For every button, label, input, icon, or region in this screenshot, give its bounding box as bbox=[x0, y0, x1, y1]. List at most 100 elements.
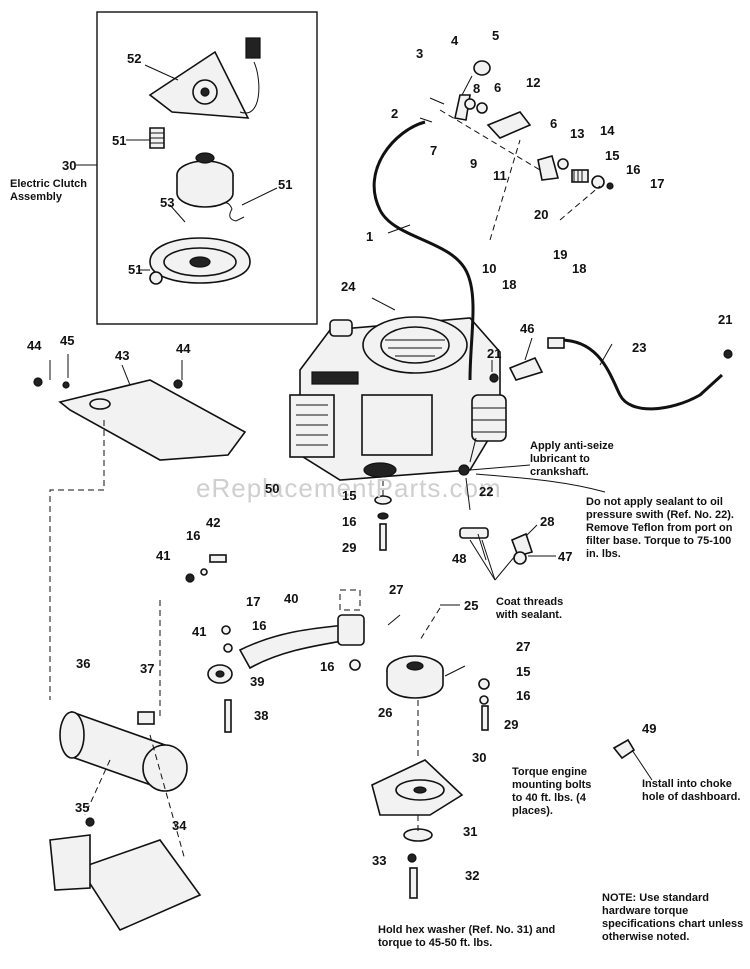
note-general: NOTE: Use standard hardware torque speci… bbox=[602, 892, 744, 943]
callout-38: 38 bbox=[254, 708, 268, 723]
part-callouts: 1 2 3 4 5 6 6 7 8 9 10 11 12 13 14 15 16… bbox=[27, 28, 732, 883]
callout-46: 46 bbox=[520, 321, 534, 336]
callout-23: 23 bbox=[632, 340, 646, 355]
callout-30-inset: 30 bbox=[62, 158, 76, 173]
callout-11: 11 bbox=[493, 168, 507, 183]
callout-44: 44 bbox=[27, 338, 42, 353]
callout-17-c: 17 bbox=[246, 594, 260, 609]
part-24-engine bbox=[289, 316, 501, 481]
part-40-exhaust-pipe bbox=[238, 589, 365, 670]
callout-31: 31 bbox=[463, 824, 477, 839]
callout-20: 20 bbox=[534, 207, 548, 222]
callout-41: 41 bbox=[156, 548, 170, 563]
callout-16-d: 16 bbox=[186, 528, 200, 543]
callout-16-g: 16 bbox=[516, 688, 530, 703]
callout-6-b: 6 bbox=[550, 116, 557, 131]
watermark: eReplacementParts.com bbox=[196, 473, 502, 503]
part-oil-filter bbox=[471, 394, 507, 442]
note-choke: Install into choke hole of dashboard. bbox=[642, 778, 741, 803]
callout-16-c: 16 bbox=[342, 514, 356, 529]
part-30-clutch-housing bbox=[149, 237, 251, 285]
callout-6: 6 bbox=[494, 80, 501, 95]
callout-7: 7 bbox=[430, 143, 437, 158]
part-52-clutch-bracket bbox=[148, 37, 261, 119]
callout-43: 43 bbox=[115, 348, 129, 363]
callout-53: 53 bbox=[160, 195, 174, 210]
callout-37: 37 bbox=[140, 661, 154, 676]
exhaust-hardware bbox=[185, 554, 361, 733]
callout-32: 32 bbox=[465, 868, 479, 883]
callout-24: 24 bbox=[341, 279, 356, 294]
callout-10: 10 bbox=[482, 261, 496, 276]
part-1-throttle-cable bbox=[372, 120, 475, 381]
part-51-wire-spring bbox=[219, 202, 245, 222]
callout-45: 45 bbox=[60, 333, 74, 348]
callout-28: 28 bbox=[540, 514, 554, 529]
callout-22: 22 bbox=[479, 484, 493, 499]
note-coat-threads: Coat threads with sealant. bbox=[496, 596, 564, 621]
part-30-clutch bbox=[371, 759, 464, 816]
inset-label: Electric Clutch Assembly bbox=[10, 178, 88, 203]
callout-36: 36 bbox=[76, 656, 90, 671]
note-oil-switch: Do not apply sealant to oil pressure swi… bbox=[586, 496, 734, 560]
callout-51-b: 51 bbox=[278, 177, 292, 192]
callout-5: 5 bbox=[492, 28, 499, 43]
note-torque-engine: Torque engine mounting bolts to 40 ft. l… bbox=[512, 766, 592, 817]
callout-30: 30 bbox=[472, 750, 486, 765]
callout-16: 16 bbox=[626, 162, 640, 177]
callout-40: 40 bbox=[284, 591, 298, 606]
callout-15: 15 bbox=[605, 148, 619, 163]
callout-2: 2 bbox=[391, 106, 398, 121]
callout-15-d: 15 bbox=[516, 664, 530, 679]
callout-16-f: 16 bbox=[320, 659, 334, 674]
callout-47: 47 bbox=[558, 549, 572, 564]
callout-42: 42 bbox=[206, 515, 220, 530]
callout-12: 12 bbox=[526, 75, 540, 90]
part-43-shield bbox=[33, 377, 247, 461]
callout-8: 8 bbox=[473, 81, 480, 96]
callout-3: 3 bbox=[416, 46, 423, 61]
part-26-pulley bbox=[386, 655, 444, 699]
callout-15-c: 15 bbox=[342, 488, 356, 503]
callout-14: 14 bbox=[600, 123, 615, 138]
callout-51-c: 51 bbox=[128, 262, 142, 277]
callout-17: 17 bbox=[650, 176, 664, 191]
inset-frame bbox=[96, 11, 318, 325]
clutch-fasteners bbox=[403, 828, 433, 899]
callout-19: 19 bbox=[553, 247, 567, 262]
part-49-choke-fitting bbox=[612, 738, 636, 760]
part-23-choke-cable bbox=[489, 337, 733, 411]
callout-51-a: 51 bbox=[112, 133, 126, 148]
part-39-flange bbox=[207, 664, 233, 684]
crank-hardware-upper bbox=[374, 464, 534, 565]
callout-48: 48 bbox=[452, 551, 466, 566]
callout-4: 4 bbox=[451, 33, 459, 48]
callout-44-b: 44 bbox=[176, 341, 191, 356]
callout-34: 34 bbox=[172, 818, 187, 833]
note-anti-seize: Apply anti-seize lubricant to crankshaft… bbox=[530, 440, 614, 478]
callout-29: 29 bbox=[342, 540, 356, 555]
callout-39: 39 bbox=[250, 674, 264, 689]
callout-25: 25 bbox=[464, 598, 478, 613]
callout-13: 13 bbox=[570, 126, 584, 141]
callout-35: 35 bbox=[75, 800, 89, 815]
leader-lines bbox=[49, 64, 653, 781]
callout-33: 33 bbox=[372, 853, 386, 868]
callout-52: 52 bbox=[127, 51, 141, 66]
callout-26: 26 bbox=[378, 705, 392, 720]
part-34-muffler-shield bbox=[49, 817, 202, 932]
callout-50: 50 bbox=[265, 481, 279, 496]
callout-49: 49 bbox=[642, 721, 656, 736]
note-hex-washer: Hold hex washer (Ref. No. 31) and torque… bbox=[378, 924, 556, 949]
callout-18-b: 18 bbox=[572, 261, 586, 276]
callout-16-e: 16 bbox=[252, 618, 266, 633]
part-51-spring bbox=[149, 127, 165, 149]
throttle-linkage bbox=[419, 60, 614, 241]
callout-18: 18 bbox=[502, 277, 516, 292]
callout-27: 27 bbox=[389, 582, 403, 597]
callout-21: 21 bbox=[718, 312, 732, 327]
callout-1: 1 bbox=[366, 229, 373, 244]
callout-21-b: 21 bbox=[487, 346, 501, 361]
callout-27-b: 27 bbox=[516, 639, 530, 654]
